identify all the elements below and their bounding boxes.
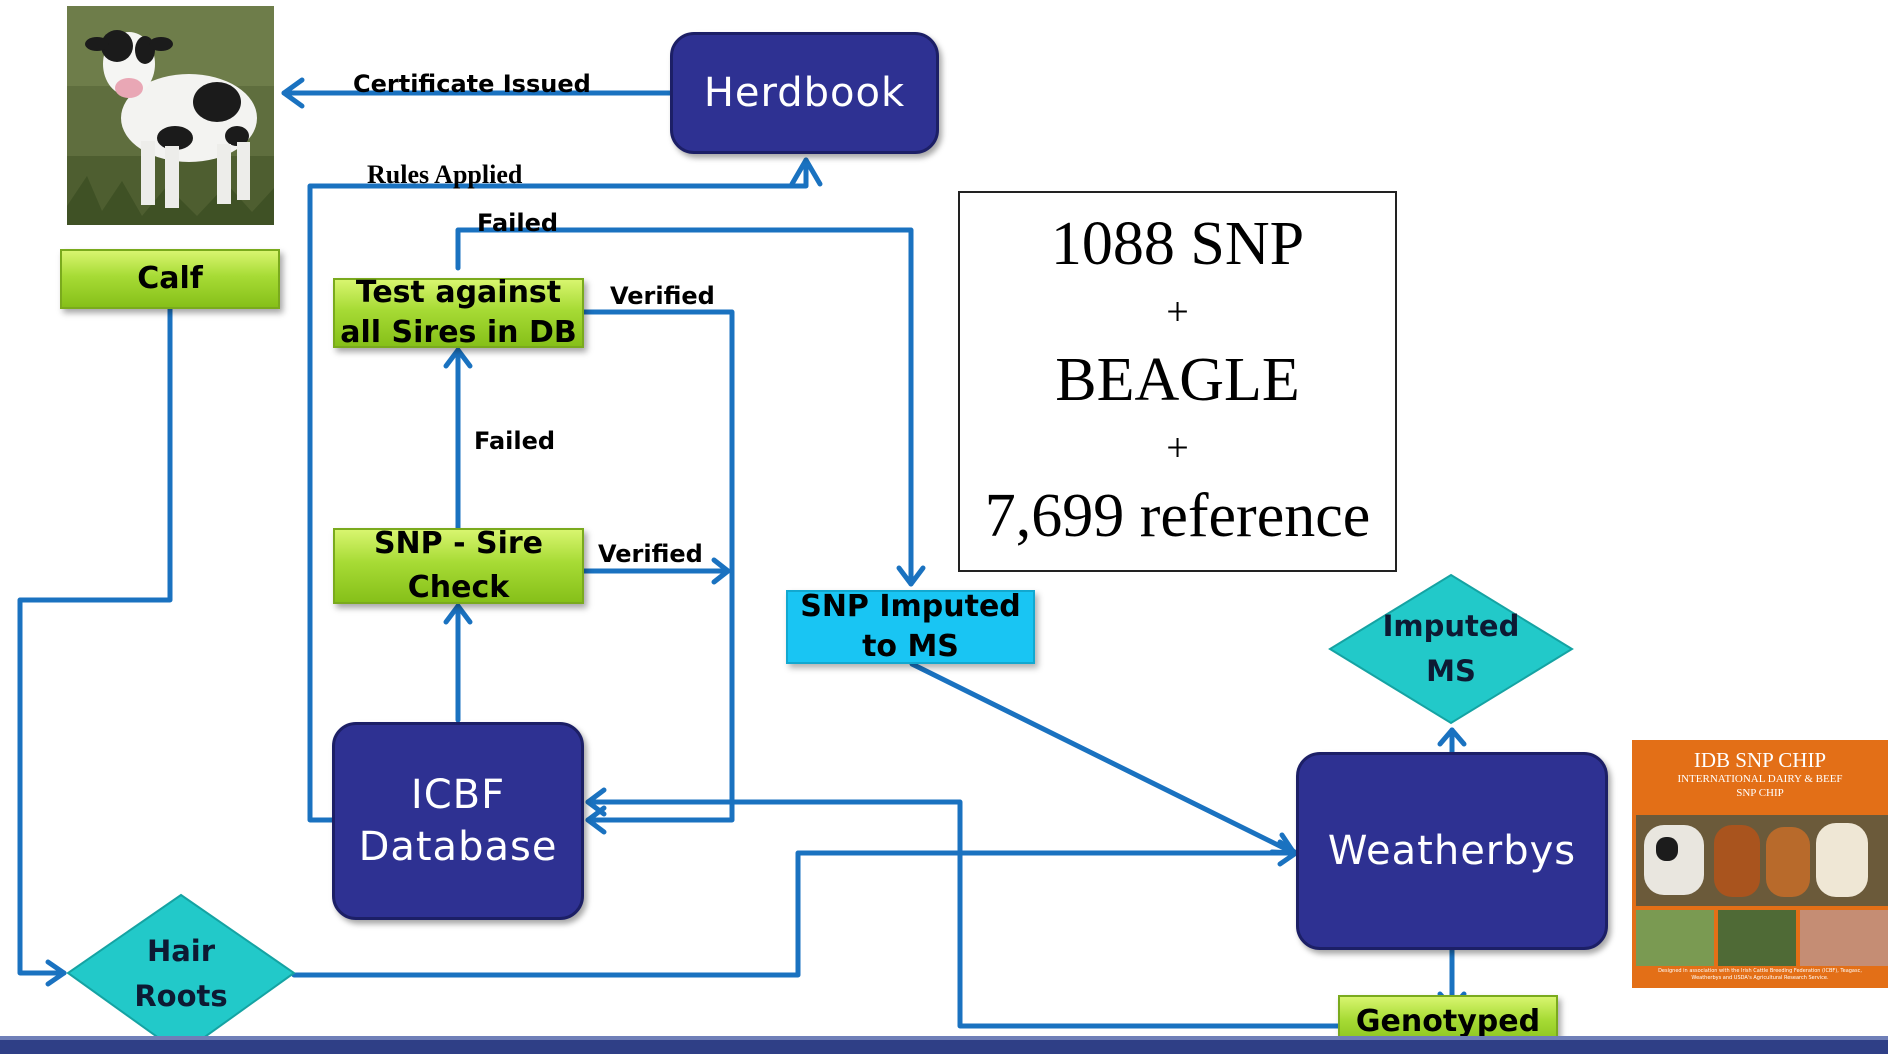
- snp-box-line1: 1088 SNP: [1050, 210, 1305, 278]
- snp-box-line2: BEAGLE: [1055, 346, 1300, 414]
- failed-top-label: Failed: [477, 209, 559, 237]
- idb-snp-chip-poster: IDB SNP CHIP INTERNATIONAL DAIRY & BEEF …: [1632, 740, 1888, 988]
- snp-imputed-line1: SNP Imputed: [800, 589, 1021, 624]
- verified-mid-label: Verified: [598, 540, 703, 568]
- poster-cattle-photo: [1636, 815, 1888, 906]
- arrow-verified-top: [581, 309, 735, 823]
- snp-check-line2: Check: [407, 570, 510, 605]
- snp-imputed-line2: to MS: [862, 629, 959, 664]
- calf-label: Calf: [137, 261, 203, 296]
- poster-subtitle1: INTERNATIONAL DAIRY & BEEF: [1677, 773, 1843, 785]
- calf-node: Calf: [60, 249, 280, 309]
- hair-roots-node: Hair Roots: [66, 893, 296, 1054]
- failed-mid-label: Failed: [474, 427, 556, 455]
- snp-box-plus1: +: [1166, 289, 1189, 334]
- arrow-imputed-to-weatherbys: [909, 661, 1297, 856]
- footer-bar: [0, 1040, 1888, 1054]
- verified-top-label: Verified: [610, 282, 715, 310]
- arrow-genotyped-to-icbf: [585, 799, 1341, 1029]
- hair-roots-line2: Roots: [134, 978, 228, 1013]
- arrow-hair-to-weatherbys: [291, 850, 1299, 978]
- snp-box-line3: 7,699 reference: [984, 482, 1371, 550]
- herdbook-label: Herdbook: [703, 70, 906, 116]
- poster-photo-row: [1636, 910, 1888, 966]
- arrow-failed-top: [455, 227, 914, 587]
- certificate-issued-label: Certificate Issued: [353, 70, 591, 98]
- arrow-calf-to-hair: [17, 306, 173, 976]
- poster-subtitle2: SNP CHIP: [1736, 787, 1784, 799]
- weatherbys-node: Weatherbys: [1296, 752, 1608, 950]
- arrow-rules-applied: [307, 157, 809, 823]
- test-sires-line2: all Sires in DB: [340, 315, 577, 350]
- hair-roots-line1: Hair: [146, 933, 216, 968]
- test-sires-line1: Test against: [355, 275, 562, 310]
- genotyped-label: Genotyped: [1355, 1004, 1541, 1039]
- test-sires-node: Test against all Sires in DB: [333, 275, 584, 350]
- icbf-line2: Database: [358, 824, 558, 870]
- icbf-line1: ICBF: [410, 772, 506, 818]
- icbf-database-node: ICBF Database: [332, 722, 584, 920]
- rules-applied-label: Rules Applied: [367, 160, 523, 189]
- calf-photo: [67, 6, 274, 225]
- snp-box-plus2: +: [1166, 425, 1189, 470]
- footer-accent-line: [0, 1036, 1888, 1040]
- snp-sire-check-node: SNP - Sire Check: [333, 526, 584, 605]
- snp-imputed-node: SNP Imputed to MS: [786, 589, 1035, 664]
- imputed-ms-line2: MS: [1426, 654, 1476, 688]
- weatherbys-label: Weatherbys: [1327, 828, 1577, 874]
- snp-reference-box: 1088 SNP + BEAGLE + 7,699 reference: [958, 191, 1397, 572]
- imputed-ms-line1: Imputed: [1382, 609, 1520, 643]
- imputed-ms-node: Imputed MS: [1328, 573, 1574, 725]
- snp-check-line1: SNP - Sire: [373, 526, 544, 561]
- poster-title: IDB SNP CHIP: [1693, 748, 1827, 772]
- poster-footnote: Designed in association with the Irish C…: [1658, 968, 1862, 981]
- herdbook-node: Herdbook: [670, 32, 939, 154]
